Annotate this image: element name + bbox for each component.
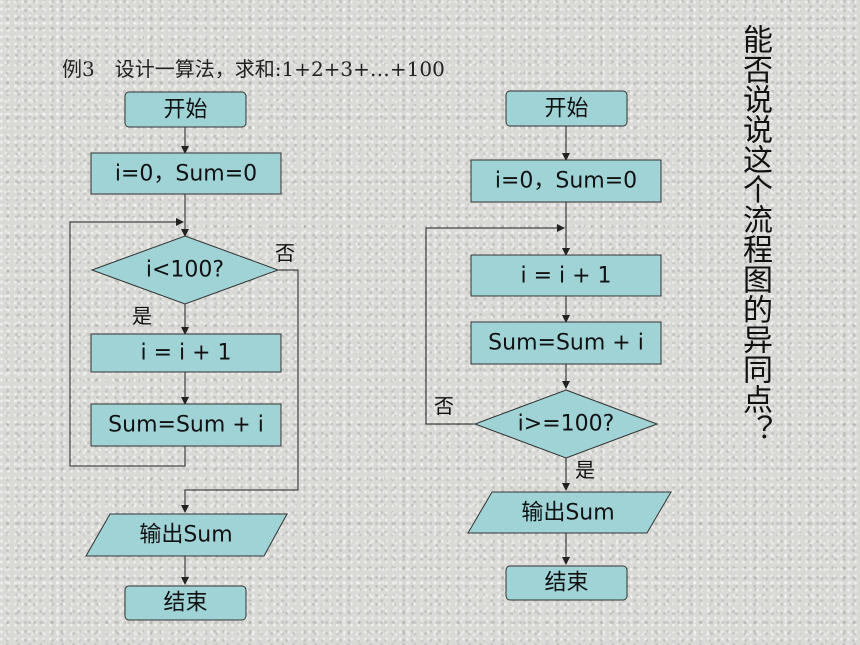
left-edge-loop-back: [69, 218, 186, 467]
right-start-label: 开始: [544, 97, 588, 122]
right-condition-label: i>=100?: [518, 412, 615, 437]
page-title: 例3 设计一算法，求和:1+2+3+…+100: [62, 57, 445, 81]
left-condition-label: i<100?: [146, 258, 224, 283]
left-step1-node: [90, 333, 282, 373]
left-edge-no-branch: [181, 269, 299, 513]
left-output-node: [85, 513, 288, 557]
side-question: 能否说说这个流程图的异同点？: [737, 24, 772, 444]
right-output-label: 输出Sum: [521, 501, 614, 526]
right-step2-label: Sum=Sum + i: [488, 331, 644, 356]
right-step1-label: i = i + 1: [520, 264, 611, 289]
right-no-label: 否: [434, 394, 454, 418]
left-start-node: [124, 91, 247, 128]
left-condition-node: [90, 235, 280, 305]
right-output-node: [467, 491, 672, 534]
left-step1-label: i = i + 1: [140, 341, 231, 366]
right-yes-label: 是: [575, 458, 595, 482]
right-init-node: [470, 159, 662, 203]
right-end-label: 结束: [544, 571, 588, 596]
left-no-label: 否: [275, 241, 295, 265]
left-end-label: 结束: [163, 591, 207, 616]
right-start-node: [505, 90, 628, 127]
left-init-node: [90, 152, 282, 195]
left-output-label: 输出Sum: [139, 523, 232, 548]
right-condition-node: [473, 389, 659, 459]
left-start-label: 开始: [163, 98, 207, 123]
left-yes-label: 是: [132, 304, 152, 328]
right-end-node: [505, 565, 628, 601]
right-edge-no-loop-back: [425, 224, 565, 425]
left-step2-label: Sum=Sum + i: [108, 413, 264, 438]
flowchart-left: 开始 i=0，Sum=0 i<100? 否 是 i = i + 1 Sum=Su…: [69, 91, 299, 621]
left-step2-node: [90, 403, 282, 447]
left-init-label: i=0，Sum=0: [115, 162, 257, 187]
flowchart-right: 开始 i=0，Sum=0 i = i + 1 Sum=Sum + i i>=10…: [425, 90, 672, 601]
right-init-label: i=0，Sum=0: [495, 169, 637, 194]
right-step1-node: [470, 254, 662, 297]
left-end-node: [124, 585, 247, 621]
right-step2-node: [470, 321, 662, 365]
